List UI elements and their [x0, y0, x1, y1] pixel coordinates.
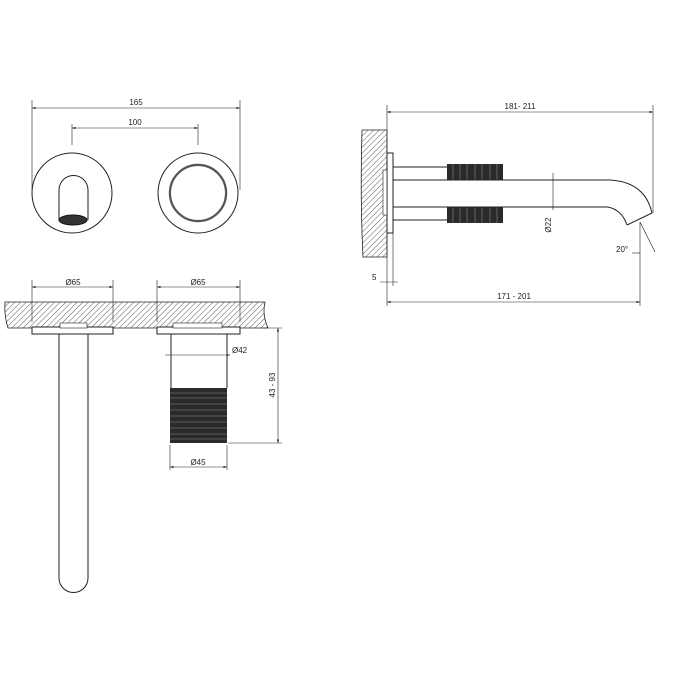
front-view: 165 100 — [31, 98, 241, 234]
handle-section: Ø42 Ø45 43 - 93 — [156, 322, 282, 470]
dim-65-right-label: Ø65 — [190, 278, 206, 287]
dim-5-label: 5 — [372, 273, 377, 282]
spout-section — [31, 322, 114, 593]
dimension-center-distance: 100 — [71, 118, 199, 145]
dim-165-label: 165 — [129, 98, 143, 107]
dim-100-label: 100 — [128, 118, 142, 127]
dim-20deg-label: 20° — [616, 245, 628, 254]
spout-front — [31, 152, 113, 234]
spout-side — [393, 179, 653, 226]
dim-45-label: Ø45 — [190, 458, 206, 467]
section-view: Ø65 Ø65 Ø42 — [4, 278, 282, 593]
dimension-plate-left: Ø65 — [31, 278, 114, 322]
knurled-handle-side — [447, 164, 503, 223]
knurled-handle — [170, 388, 227, 443]
dim-65-left-label: Ø65 — [65, 278, 81, 287]
dimension-overall-width: 165 — [31, 98, 241, 190]
dim-43-93-label: 43 - 93 — [268, 372, 277, 397]
dim-42-label: Ø42 — [232, 346, 248, 355]
dim-181-211-label: 181- 211 — [505, 102, 537, 111]
dim-171-201-label: 171 - 201 — [497, 292, 531, 301]
dim-22-label: Ø22 — [544, 217, 553, 233]
side-elevation: Ø22 181- 211 20° 5 171 - 201 — [360, 102, 656, 306]
handle-front — [157, 152, 239, 234]
dimension-plate-right: Ø65 — [156, 278, 241, 322]
